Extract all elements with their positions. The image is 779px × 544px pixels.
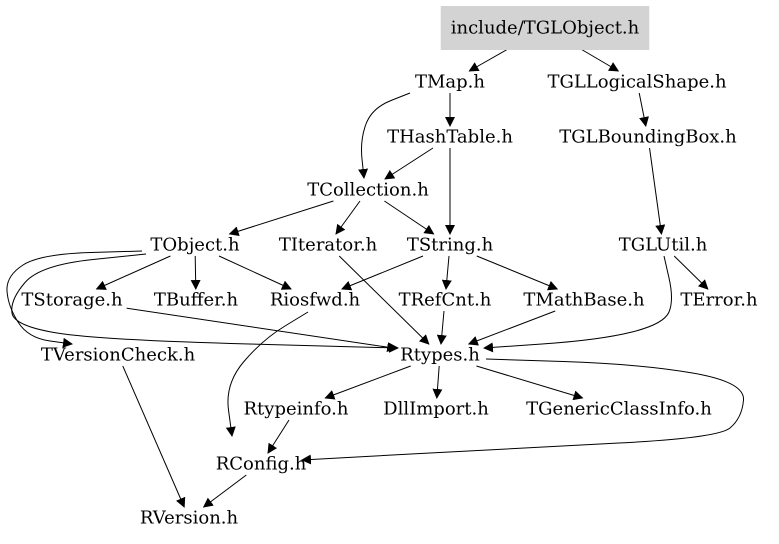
edge-tstring-h-to-tmathbase-h: [476, 255, 559, 291]
edge-tmathbase-h-to-rtypes-h: [467, 310, 556, 346]
node-label: TBuffer.h: [154, 290, 239, 311]
node-tgllogicalshape-h[interactable]: TGLLogicalShape.h: [547, 72, 727, 93]
node-rtypes-h[interactable]: Rtypes.h: [400, 345, 480, 366]
node-label: TRefCnt.h: [399, 290, 492, 311]
node-rconfig-h[interactable]: RConfig.h: [216, 454, 307, 475]
edge-tversioncheck-h-to-rversion-h: [122, 365, 186, 508]
edge-tobject-h-to-riosfwd-h: [218, 255, 292, 290]
edge-tcollection-h-to-tstring-h: [384, 200, 435, 235]
node-label: Riosfwd.h: [270, 290, 361, 311]
node-label: RVersion.h: [140, 508, 239, 529]
node-label: TStorage.h: [21, 290, 123, 311]
node-label: TGLLogicalShape.h: [547, 72, 727, 93]
edge-tglutil-h-to-rtypes-h: [483, 255, 672, 353]
node-rtypeinfo-h[interactable]: Rtypeinfo.h: [244, 399, 349, 420]
edge-tcollection-h-to-titerator-h: [335, 200, 361, 235]
node-label: TMathBase.h: [523, 290, 645, 311]
node-label: TString.h: [407, 235, 494, 256]
edge-tobject-h-to-rtypes-h: [11, 253, 399, 353]
node-label: TGLUtil.h: [619, 235, 708, 256]
node-label: TGLBoundingBox.h: [559, 127, 737, 148]
node-riosfwd-h[interactable]: Riosfwd.h: [270, 290, 361, 311]
node-terror-h[interactable]: TError.h: [680, 290, 758, 311]
node-tcollection-h[interactable]: TCollection.h: [307, 180, 429, 201]
edge-trefcnt-h-to-rtypes-h: [436, 310, 447, 345]
edge-tobject-h-to-tversioncheck-h: [6, 250, 143, 348]
edge-thashtable-h-to-tcollection-h: [384, 147, 434, 180]
node-label: include/TGLObject.h: [451, 18, 640, 39]
node-label: TIterator.h: [279, 235, 378, 256]
edge-rtypes-h-to-rtypeinfo-h: [324, 365, 411, 400]
node-tstorage-h[interactable]: TStorage.h: [21, 290, 123, 311]
edge-tstring-h-to-trefcnt-h: [441, 255, 452, 290]
node-label: RConfig.h: [216, 454, 307, 475]
node-label: Rtypes.h: [400, 345, 480, 366]
edge-tobject-h-to-tstorage-h: [95, 255, 171, 290]
edge-tstring-h-to-riosfwd-h: [341, 255, 424, 291]
edge-titerator-h-to-rtypes-h: [338, 255, 430, 345]
node-label: TCollection.h: [307, 180, 429, 201]
node-tglboundingbox-h[interactable]: TGLBoundingBox.h: [559, 127, 737, 148]
node-tglutil-h[interactable]: TGLUtil.h: [619, 235, 708, 256]
node-label: THashTable.h: [387, 127, 513, 148]
edge-rtypes-h-to-rconfig-h: [301, 358, 745, 465]
node-tgenericclassinfo-h[interactable]: TGenericClassInfo.h: [526, 399, 712, 420]
edge-tcollection-h-to-tobject-h: [228, 200, 334, 237]
node-label: TMap.h: [415, 72, 485, 93]
node-label: Rtypeinfo.h: [244, 399, 349, 420]
node-tversioncheck-h[interactable]: TVersionCheck.h: [41, 345, 196, 366]
edge-tobject-h-to-tbuffer-h: [190, 255, 201, 290]
node-label: TError.h: [680, 290, 758, 311]
node-tmap-h[interactable]: TMap.h: [415, 72, 485, 93]
edge-rtypeinfo-h-to-rconfig-h: [267, 419, 290, 454]
node-tobject-h[interactable]: TObject.h: [150, 235, 240, 256]
edge-tgllogicalshape-h-to-tglboundingbox-h: [638, 92, 649, 127]
node-include-tglobject-h[interactable]: include/TGLObject.h: [440, 6, 650, 50]
node-label: TVersionCheck.h: [41, 345, 196, 366]
node-label: TObject.h: [150, 235, 240, 256]
node-rversion-h[interactable]: RVersion.h: [140, 508, 239, 529]
edge-riosfwd-h-to-rconfig-h: [225, 311, 309, 437]
edge-tglboundingbox-h-to-tglutil-h: [649, 147, 666, 235]
node-thashtable-h[interactable]: THashTable.h: [387, 127, 513, 148]
edge-rtypes-h-to-tgenericclassinfo-h: [476, 365, 584, 401]
node-label: DllImport.h: [383, 399, 489, 420]
edge-rtypes-h-to-dllimport-h: [432, 365, 443, 399]
edge-tmap-h-to-tcollection-h: [358, 92, 411, 179]
edge-rconfig-h-to-rversion-h: [202, 474, 247, 508]
edges-layer: [6, 38, 745, 508]
node-tmathbase-h[interactable]: TMathBase.h: [523, 290, 645, 311]
node-tstring-h[interactable]: TString.h: [407, 235, 494, 256]
node-trefcnt-h[interactable]: TRefCnt.h: [399, 290, 492, 311]
node-titerator-h[interactable]: TIterator.h: [279, 235, 378, 256]
root-node-highlight: [440, 6, 650, 50]
edge-tglutil-h-to-terror-h: [673, 255, 709, 290]
node-tbuffer-h[interactable]: TBuffer.h: [154, 290, 239, 311]
edge-tstorage-h-to-rtypes-h: [126, 307, 398, 353]
node-dllimport-h[interactable]: DllImport.h: [383, 399, 489, 420]
node-label: TGenericClassInfo.h: [526, 399, 712, 420]
